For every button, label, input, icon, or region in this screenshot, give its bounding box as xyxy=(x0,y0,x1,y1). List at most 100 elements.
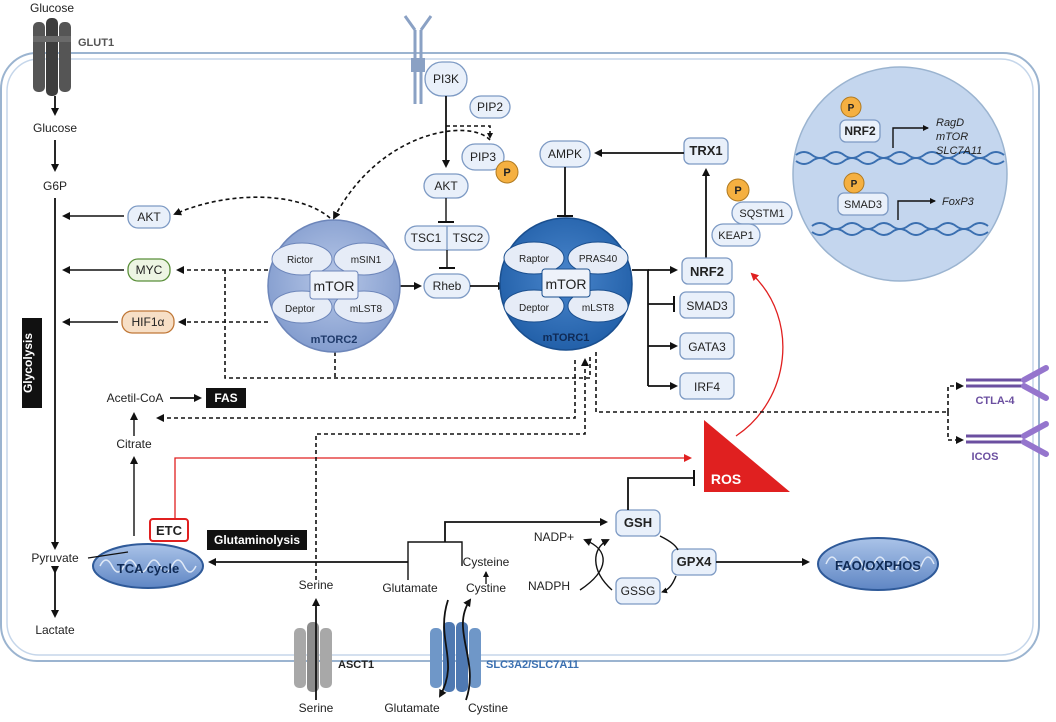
pip2-box xyxy=(469,95,511,119)
mtorc1-raptor: Raptor xyxy=(519,254,550,265)
gata3-label: GATA3 xyxy=(688,340,726,354)
glucose-inside-label: Glucose xyxy=(33,121,77,135)
mtorc1-mlst8: mLST8 xyxy=(582,303,615,314)
irf4-label: IRF4 xyxy=(694,380,720,394)
pip3-p-label: P xyxy=(503,167,510,179)
mtorc1-complex xyxy=(499,217,633,351)
cystine-inside-label: Cystine xyxy=(466,581,506,595)
nadp-plus-label: NADP+ xyxy=(534,530,574,544)
pi3k-receptor xyxy=(403,15,433,104)
tca-label: TCA cycle xyxy=(117,561,179,576)
hif1a-box xyxy=(121,310,175,334)
ctla4-receptor xyxy=(966,365,1049,401)
pip3-box xyxy=(461,143,505,171)
nucleus-target-foxp3: FoxP3 xyxy=(942,196,975,208)
myc-box xyxy=(127,258,171,282)
trx1-box xyxy=(683,137,729,165)
nucleus-target-slc7a11: SLC7A11 xyxy=(936,145,982,157)
fas-box xyxy=(206,388,246,408)
gata3-box xyxy=(679,332,735,360)
icos-label: ICOS xyxy=(972,451,999,463)
g6p-label: G6P xyxy=(43,179,67,193)
glycolysis-label: Glycolysis xyxy=(21,333,35,393)
fas-label: FAS xyxy=(214,391,237,405)
glut1-transporter xyxy=(33,18,71,96)
tsc1-label: TSC1 xyxy=(411,231,442,245)
mtorc2-mlst8: mLST8 xyxy=(350,304,383,315)
asct1-transporter xyxy=(294,622,332,692)
gsh-label: GSH xyxy=(624,515,652,530)
trx1-label: TRX1 xyxy=(689,143,722,158)
etc-label: ETC xyxy=(156,523,183,538)
pip3-label: PIP3 xyxy=(470,150,496,164)
icos-receptor xyxy=(966,421,1049,457)
nucleus-nrf2-phospho xyxy=(840,96,862,118)
mtorc2-rictor: Rictor xyxy=(287,255,314,266)
gssg-label: GSSG xyxy=(621,584,656,598)
pi3k-label: PI3K xyxy=(433,72,459,86)
nucleus-smad3-p-label: P xyxy=(851,179,858,190)
acetil-coa-label: Acetil-CoA xyxy=(107,391,164,405)
nadph-label: NADPH xyxy=(528,579,570,593)
cell-membrane-outer xyxy=(0,52,1040,662)
serine-outside-label: Serine xyxy=(299,701,334,715)
irf4-box xyxy=(679,372,735,400)
glutaminolysis-label: Glutaminolysis xyxy=(214,533,300,547)
pyruvate-label: Pyruvate xyxy=(31,551,79,565)
ros-triangle xyxy=(704,420,790,492)
tsc2-label: TSC2 xyxy=(453,231,484,245)
mtorc2-mtor: mTOR xyxy=(314,278,355,294)
lactate-label: Lactate xyxy=(35,623,75,637)
pip3-phospho xyxy=(495,160,519,184)
glucose-outside-label: Glucose xyxy=(30,1,74,15)
hif1a-label: HIF1α xyxy=(132,315,165,329)
nucleus-nrf2-p-label: P xyxy=(848,103,855,114)
pip2-label: PIP2 xyxy=(477,100,503,114)
citrate-label: Citrate xyxy=(116,437,152,451)
nucleus-smad3-box xyxy=(837,192,889,216)
slc-label: SLC3A2/SLC7A11 xyxy=(486,659,579,671)
akt-left-label: AKT xyxy=(137,210,161,224)
mtorc2-deptor: Deptor xyxy=(285,304,316,315)
sqstm1-phospho xyxy=(726,178,750,202)
gssg-box xyxy=(615,577,661,605)
nucleus-smad3-phospho xyxy=(843,172,865,194)
nucleus: NRF2 P RagD mTOR SLC7A11 SMAD3 P FoxP3 xyxy=(792,66,1008,282)
serine-inside-label: Serine xyxy=(299,578,334,592)
nrf2-label: NRF2 xyxy=(690,264,724,279)
nucleus-nrf2-label: NRF2 xyxy=(844,124,876,138)
keap1-box xyxy=(711,223,761,247)
mtorc1-name: mTORC1 xyxy=(543,332,590,344)
ctla4-label: CTLA-4 xyxy=(975,395,1015,407)
ampk-label: AMPK xyxy=(548,147,582,161)
sqstm1-label: SQSTM1 xyxy=(739,208,784,220)
glutamate-inside-label: Glutamate xyxy=(382,581,438,595)
akt-left-box xyxy=(127,205,171,229)
akt-center-label: AKT xyxy=(434,179,458,193)
glycolysis-bar xyxy=(22,318,42,408)
mtorc2-complex xyxy=(267,219,401,353)
gsh-box xyxy=(615,509,661,537)
sqstm1-p-label: P xyxy=(734,185,741,197)
cysteine-label: Cysteine xyxy=(463,555,510,569)
glut1-label: GLUT1 xyxy=(78,37,114,49)
nrf2-box xyxy=(681,257,733,285)
mtorc1-mtor: mTOR xyxy=(546,276,587,292)
nucleus-target-mtor: mTOR xyxy=(936,131,968,143)
ros-label: ROS xyxy=(711,471,741,487)
fao-label: FAO/OXPHOS xyxy=(835,558,921,573)
mtorc2-name: mTORC2 xyxy=(311,334,358,346)
mtorc1-pras40: PRAS40 xyxy=(579,254,618,265)
glutaminolysis-box xyxy=(207,530,307,550)
tca-mitochondrion xyxy=(92,543,204,589)
smad3-box xyxy=(679,291,735,319)
myc-label: MYC xyxy=(136,263,163,277)
sqstm1-box xyxy=(731,201,793,225)
glutamate-outside-label: Glutamate xyxy=(384,701,440,715)
mtorc1-deptor: Deptor xyxy=(519,303,550,314)
mtorc2-msin1: mSIN1 xyxy=(351,255,382,266)
fao-mitochondrion xyxy=(817,537,939,591)
cell-membrane-inner xyxy=(6,58,1034,656)
